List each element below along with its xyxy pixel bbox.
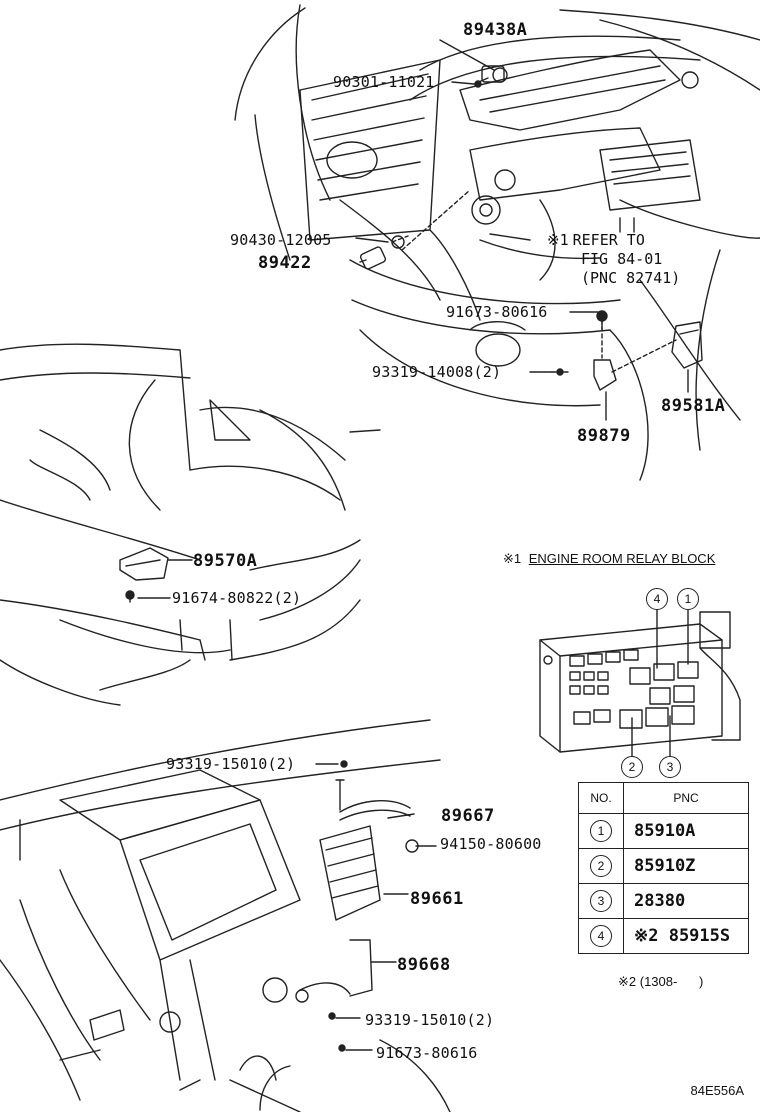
- pnc-table-header: NO. PNC: [578, 782, 749, 814]
- part-label-94150-80600: 94150-80600: [440, 835, 542, 853]
- pnc-table: NO. PNC 1 85910A 2 85910Z 3 28380 4 ※2 8…: [578, 782, 749, 954]
- part-label-91673-80616-bottom: 91673-80616: [376, 1044, 478, 1062]
- callout-1: 1: [677, 588, 699, 610]
- callout-2: 2: [621, 756, 643, 778]
- part-label-89668: 89668: [397, 955, 451, 975]
- row-number: 2: [590, 855, 612, 877]
- part-label-90430-12005: 90430-12005: [230, 231, 332, 249]
- part-label-89422: 89422: [258, 253, 312, 273]
- relay-caption-text: ENGINE ROOM RELAY BLOCK: [528, 551, 716, 566]
- engine-bay-illustration: [234, 4, 760, 481]
- refer-line-2: FIG 84-01: [581, 250, 663, 268]
- row-number: 3: [590, 890, 612, 912]
- row-pnc: 85910Z: [623, 848, 749, 884]
- row-pnc: 85910A: [623, 813, 749, 849]
- relay-block-illustration: [539, 609, 741, 759]
- header-no: NO.: [578, 782, 624, 814]
- relay-caption-mark: ※1: [503, 551, 522, 566]
- row-pnc: ※2 85915S: [623, 918, 749, 954]
- table-row: 1 85910A: [578, 813, 749, 849]
- part-label-93319-15010-bottom: 93319-15010(2): [365, 1011, 495, 1029]
- refer-line-3: (PNC 82741): [581, 269, 681, 287]
- part-label-91673-80616-top: 91673-80616: [446, 303, 548, 321]
- part-label-89570a: 89570A: [193, 551, 258, 571]
- table-row: 4 ※2 85915S: [578, 918, 749, 954]
- dashboard-illustration: [0, 429, 451, 1112]
- part-label-89661: 89661: [410, 889, 464, 909]
- part-label-91674-80822: 91674-80822(2): [172, 589, 302, 607]
- row-number: 1: [590, 820, 612, 842]
- footnote: ※2 (1308- ): [618, 974, 704, 989]
- part-label-89879: 89879: [577, 426, 631, 446]
- part-label-89667: 89667: [441, 806, 495, 826]
- callout-3: 3: [659, 756, 681, 778]
- part-label-90301-11021: 90301-11021: [333, 73, 435, 91]
- relay-block-caption: ※1 ENGINE ROOM RELAY BLOCK: [503, 551, 715, 567]
- table-row: 3 28380: [578, 883, 749, 919]
- refer-line-1: REFER TO: [572, 231, 645, 249]
- part-label-93319-15010-top: 93319-15010(2): [166, 755, 296, 773]
- refer-mark: ※1: [547, 231, 569, 249]
- callout-4: 4: [646, 588, 668, 610]
- figure-code: 84E556A: [690, 1083, 745, 1098]
- part-label-89438a: 89438A: [463, 20, 528, 40]
- rear-quarter-illustration: [0, 343, 361, 706]
- part-label-89581a: 89581A: [661, 396, 726, 416]
- row-pnc: 28380: [623, 883, 749, 919]
- table-row: 2 85910Z: [578, 848, 749, 884]
- row-number: 4: [590, 925, 612, 947]
- part-label-93319-14008: 93319-14008(2): [372, 363, 502, 381]
- header-pnc: PNC: [623, 782, 749, 814]
